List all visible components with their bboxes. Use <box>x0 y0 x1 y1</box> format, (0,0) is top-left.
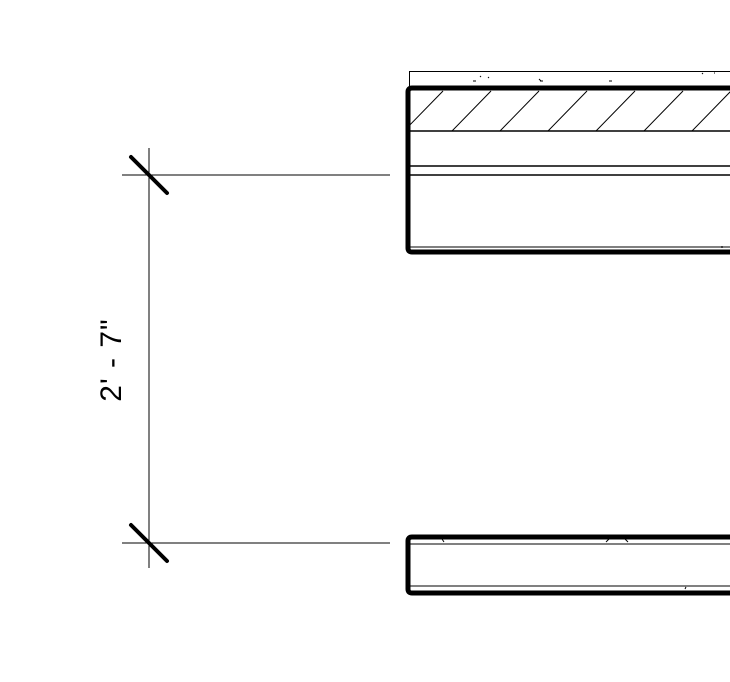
upper-outline-thick <box>405 85 730 255</box>
lower-outline-thick <box>405 534 730 596</box>
hatch-pattern <box>410 90 730 131</box>
top-finish-strip <box>409 71 730 88</box>
finish-speckle <box>473 72 715 82</box>
dimension-label: 2' - 7" <box>95 318 128 402</box>
dimension-tick-bottom-icon <box>129 523 169 563</box>
lower-speckle <box>441 538 687 590</box>
dimension-annotation[interactable] <box>122 148 390 568</box>
upper-section-element[interactable] <box>404 71 730 255</box>
dimension-tick-top-icon <box>129 155 169 195</box>
lower-section-element[interactable] <box>405 534 730 596</box>
